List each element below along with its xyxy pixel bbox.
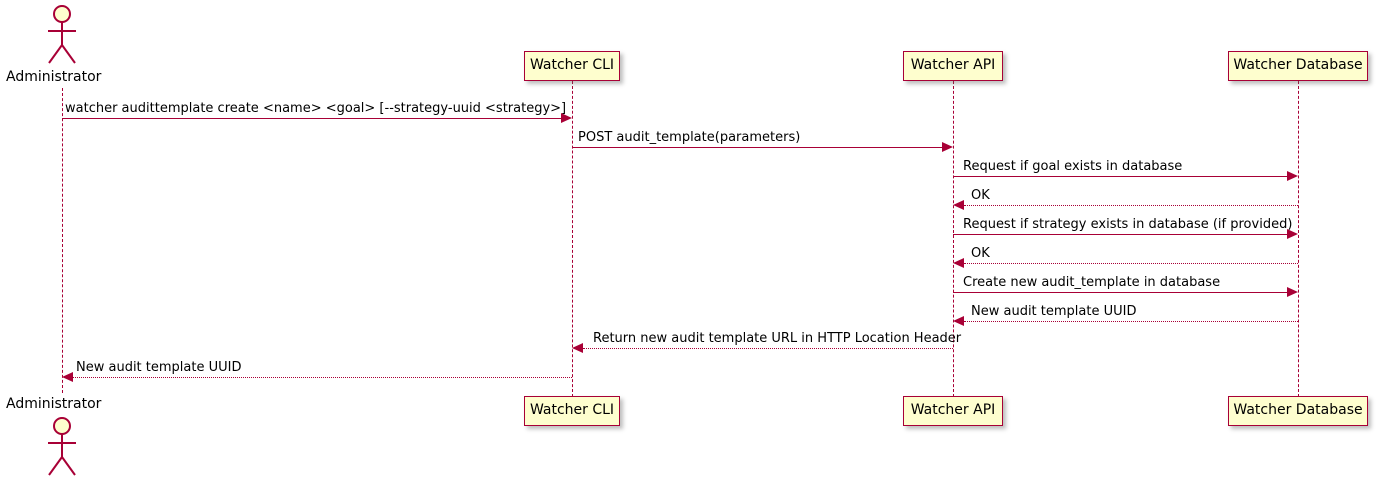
- participant-box-watcher-cli-bottom[interactable]: Watcher CLI: [524, 396, 620, 426]
- participant-box-watcher-cli-top[interactable]: Watcher CLI: [524, 51, 620, 81]
- message-line-4: [964, 205, 1298, 206]
- message-line-3: [953, 176, 1288, 177]
- message-label-2: POST audit_template(parameters): [578, 130, 801, 145]
- message-arrowhead-5: [1287, 229, 1298, 239]
- message-arrowhead-6: [953, 258, 964, 268]
- message-label-6: OK: [971, 246, 990, 261]
- participant-box-watcher-database-bottom[interactable]: Watcher Database: [1228, 396, 1368, 426]
- message-label-8: New audit template UUID: [971, 304, 1137, 319]
- message-label-10: New audit template UUID: [76, 360, 242, 375]
- message-arrowhead-2: [942, 142, 953, 152]
- message-arrowhead-8: [953, 316, 964, 326]
- message-arrowhead-3: [1287, 171, 1298, 181]
- message-label-4: OK: [971, 188, 990, 203]
- message-line-1: [62, 118, 562, 119]
- message-label-9: Return new audit template URL in HTTP Lo…: [593, 331, 962, 346]
- message-line-2: [572, 147, 943, 148]
- lifeline-watcher-cli: [572, 81, 573, 397]
- actor-administrator-bottom: [48, 417, 76, 476]
- message-line-10: [73, 377, 572, 378]
- message-line-6: [964, 263, 1298, 264]
- actor-label-administrator-top: Administrator: [6, 69, 102, 85]
- message-line-5: [953, 234, 1288, 235]
- message-arrowhead-4: [953, 200, 964, 210]
- message-label-7: Create new audit_template in database: [963, 275, 1221, 290]
- message-arrowhead-1: [561, 113, 572, 123]
- message-line-7: [953, 292, 1288, 293]
- lifeline-watcher-api: [953, 81, 954, 397]
- lifeline-watcher-database: [1298, 81, 1299, 397]
- message-arrowhead-9: [572, 343, 583, 353]
- message-line-9: [583, 348, 953, 349]
- message-arrowhead-7: [1287, 287, 1298, 297]
- message-label-5: Request if strategy exists in database (…: [963, 217, 1293, 232]
- message-arrowhead-10: [62, 372, 73, 382]
- participant-box-watcher-api-bottom[interactable]: Watcher API: [903, 396, 1003, 426]
- message-label-1: watcher audittemplate create <name> <goa…: [65, 101, 567, 116]
- message-label-3: Request if goal exists in database: [963, 159, 1183, 174]
- lifeline-administrator: [62, 88, 63, 393]
- participant-box-watcher-api-top[interactable]: Watcher API: [903, 51, 1003, 81]
- message-line-8: [964, 321, 1298, 322]
- participant-box-watcher-database-top[interactable]: Watcher Database: [1228, 51, 1368, 81]
- actor-label-administrator-bottom: Administrator: [6, 396, 102, 412]
- actor-administrator-top: [48, 5, 76, 64]
